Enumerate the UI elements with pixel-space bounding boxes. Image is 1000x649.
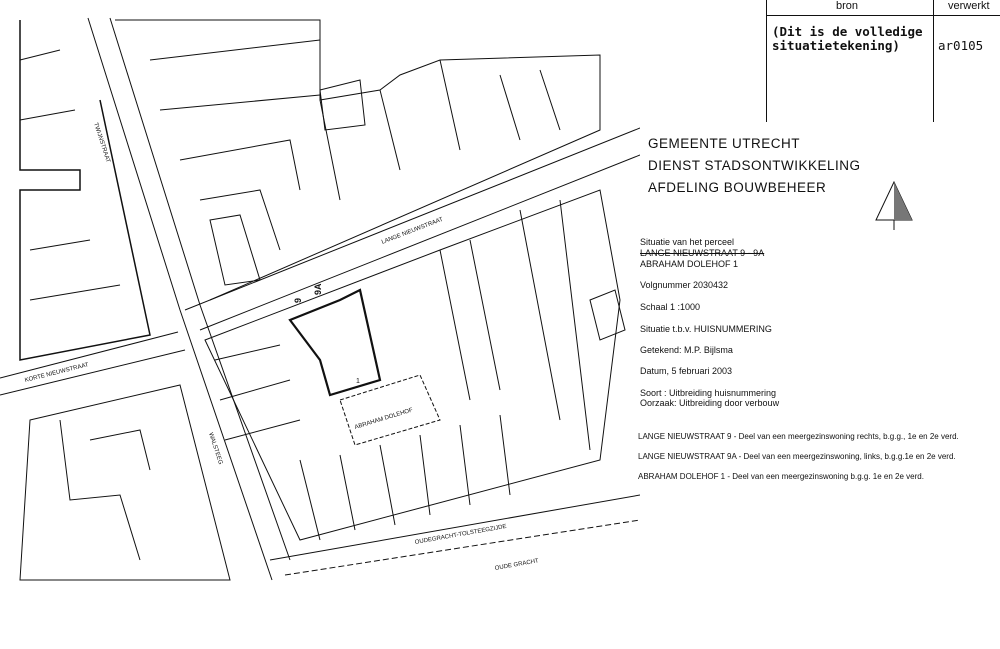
- header-division: AFDELING BOUWBEHEER: [648, 180, 827, 195]
- serial-number: Volgnummer 2030432: [640, 280, 729, 290]
- type: Soort : Uitbreiding huisnummering: [640, 388, 777, 398]
- description-1: LANGE NIEUWSTRAAT 9 - Deel van een meerg…: [638, 432, 959, 441]
- struck-address: LANGE NIEUWSTRAAT 9 - 9A: [640, 248, 765, 258]
- house-number-1: 1: [356, 378, 360, 385]
- house-number-9a: 9A: [313, 283, 323, 295]
- source-table: bron verwerkt (Dit is de volledige situa…: [766, 0, 1000, 122]
- header-department: DIENST STADSONTWIKKELING: [648, 158, 861, 173]
- north-arrow-icon: [875, 180, 913, 230]
- purpose: Situatie t.b.v. HUISNUMMERING: [640, 324, 772, 334]
- house-number-9: 9: [293, 297, 303, 303]
- situation-label: Situatie van het perceel: [640, 237, 735, 247]
- col-header-bron: bron: [836, 0, 859, 12]
- col-header-verwerkt: verwerkt: [948, 0, 990, 12]
- source-text: (Dit is de volledige situatietekening): [772, 24, 923, 53]
- description-2: LANGE NIEUWSTRAAT 9A - Deel van een meer…: [638, 452, 956, 461]
- drawn-by: Getekend: M.P. Bijlsma: [640, 345, 733, 355]
- header-municipality: GEMEENTE UTRECHT: [648, 136, 801, 151]
- address: ABRAHAM DOLEHOF 1: [640, 259, 739, 269]
- scale: Schaal 1 :1000: [640, 302, 701, 312]
- description-3: ABRAHAM DOLEHOF 1 - Deel van een meergez…: [638, 472, 924, 481]
- date: Datum, 5 februari 2003: [640, 366, 733, 376]
- cause: Oorzaak: Uitbreiding door verbouw: [640, 398, 780, 408]
- cadastral-map: [0, 17, 640, 581]
- processed-value: ar0105: [938, 38, 984, 53]
